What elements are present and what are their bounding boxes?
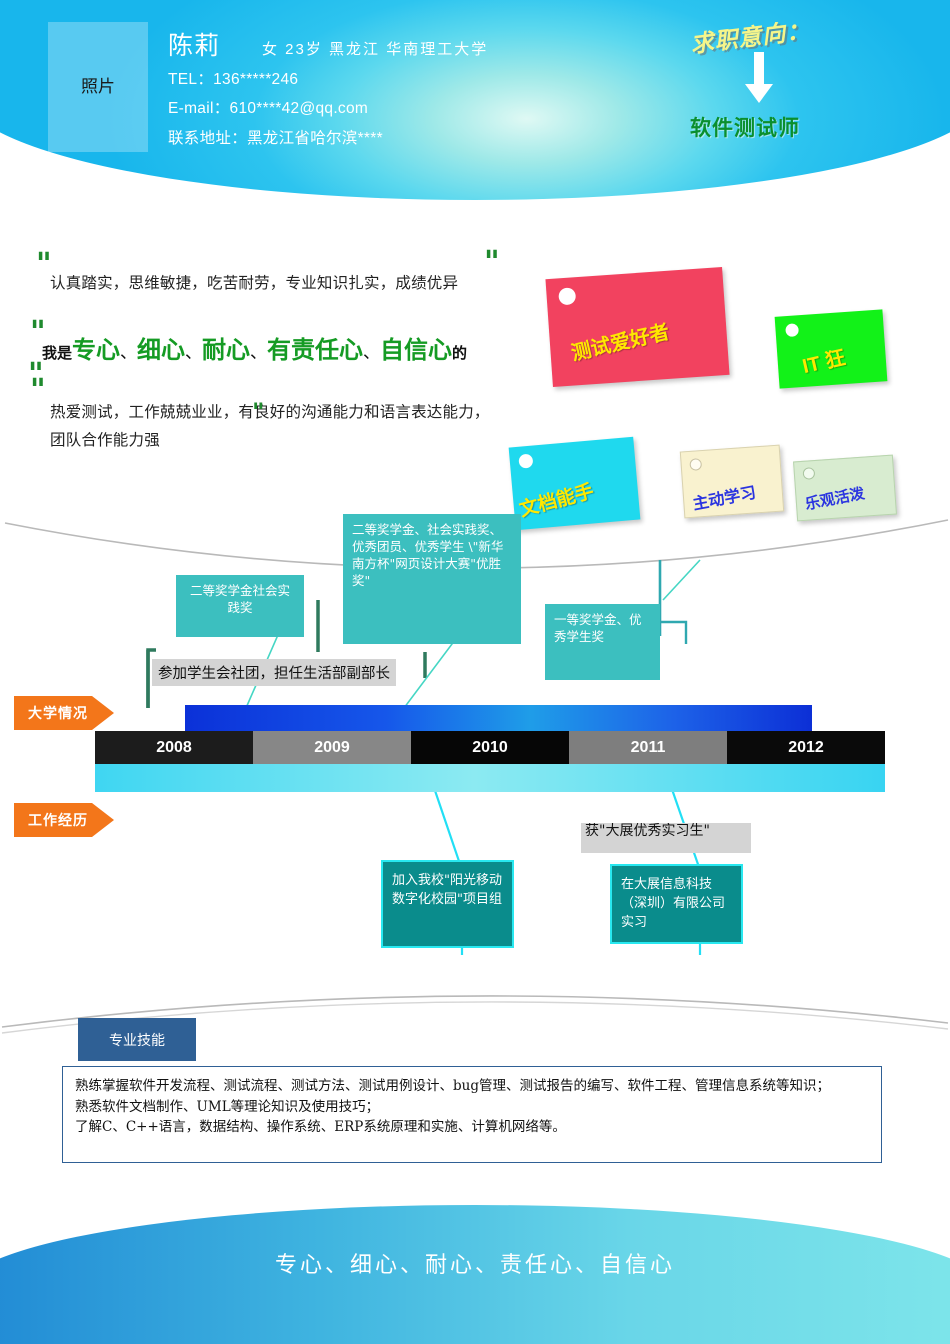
footer-banner: 专心、细心、耐心、责任心、自信心 [0,1185,950,1344]
candidate-name: 陈莉 [168,32,221,60]
skills-badge: 专业技能 [78,1018,196,1061]
section-tag-work: 工作经历 [14,803,114,837]
footer-background [0,1205,950,1344]
timeline-year-2011[interactable]: 2011 [569,731,727,764]
highlight-word-4: 自信心 [380,336,453,364]
university-callout-0: 二等奖学金社会实践奖 [176,575,304,637]
sticker-hole-icon-2 [518,453,534,469]
university-banner: 参加学生会社团，担任生活部副部长 [152,659,396,686]
header-background [0,0,950,200]
self-desc-highlight-row: 我是专心、细心、耐心、有责任心、自信心的 [42,330,467,365]
contact-email: E-mail：610****42@qq.com [168,100,369,117]
sticker-card-0[interactable]: 测试爱好者 [545,266,730,388]
skills-line-0: 熟练掌握软件开发流程、测试流程、测试方法、测试用例设计、bug管理、测试报告的编… [75,1078,830,1094]
sticker-label-3: 主动学习 [691,484,758,514]
timeline-year-2008[interactable]: 2008 [95,731,253,764]
quote-open-2: " [30,315,46,350]
skills-line-2: 了解C、C++语言，数据结构、操作系统、ERP系统原理和实施、计算机网络等。 [75,1119,566,1136]
quote-open-3: " [30,373,46,408]
sticker-card-3[interactable]: 主动学习 [679,444,785,519]
photo-placeholder-box: 照片 [48,22,148,152]
sticker-label-0: 测试爱好者 [569,321,672,366]
quote-close-1: " [484,245,500,280]
section-tag-university: 大学情况 [14,696,114,730]
highlight-sep-2: 、 [250,343,268,363]
contact-tel: TEL：136*****246 [168,71,299,88]
sticker-card-1[interactable]: IT 狂 [774,309,888,389]
skills-line-1: 熟悉软件文档制作、UML等理论知识及使用技巧； [75,1098,380,1115]
arrow-tip-icon-university [92,696,114,730]
skills-box: 熟练掌握软件开发流程、测试流程、测试方法、测试用例设计、bug管理、测试报告的编… [62,1066,882,1163]
candidate-meta: 女 23岁 黑龙江 华南理工大学 [262,41,489,58]
university-callout-1: 二等奖学金、社会实践奖、优秀团员、优秀学生 \"新华南方杯"网页设计大赛"优胜奖… [343,514,521,644]
quote-close-2: " [28,357,44,392]
job-objective-value: 软件测试师 [690,117,800,140]
self-desc-line-1: 认真踏实，思维敏捷，吃苦耐劳，专业知识扎实，成绩优异 [50,274,459,292]
sticker-card-4[interactable]: 乐观活泼 [793,454,897,522]
highlight-word-1: 细心 [137,336,186,364]
highlight-sep-1: 、 [185,343,203,363]
sticker-hole-icon-3 [689,458,703,471]
timeline-year-2012[interactable]: 2012 [727,731,885,764]
sticker-hole-icon-1 [785,323,800,338]
arrow-tip-icon-work [92,803,114,837]
quote-close-3: " [252,398,265,426]
contact-address: 联系地址：黑龙江省哈尔滨**** [168,130,383,147]
university-callout-2: 一等奖学金、优秀学生奖 [545,604,660,680]
section-tag-university-label: 大学情况 [14,696,92,730]
highlight-prefix: 我是 [42,344,73,362]
highlight-suffix: 的 [452,344,468,362]
section-tag-work-label: 工作经历 [14,803,92,837]
self-desc-line-4: 团队合作能力强 [50,431,160,449]
timeline-year-2010[interactable]: 2010 [411,731,569,764]
highlight-word-2: 耐心 [202,336,251,364]
highlight-word-0: 专心 [72,336,121,364]
photo-placeholder-label: 照片 [81,76,115,97]
sticker-hole-icon-4 [802,467,816,480]
highlight-word-3: 有责任心 [267,336,364,364]
work-note-badge: 获"大展优秀实习生" [581,823,751,853]
header-banner: 照片 陈莉 女 23岁 黑龙江 华南理工大学 TEL：136*****246 E… [0,0,950,200]
highlight-sep-3: 、 [363,343,381,363]
sticker-card-2[interactable]: 文档能手 [508,436,641,531]
work-item-0: 加入我校"阳光移动数字化校园"项目组 [381,860,514,948]
footer-slogan: 专心、细心、耐心、责任心、自信心 [274,1253,675,1278]
sticker-label-1: IT 狂 [800,346,848,379]
timeline-bar-cyan [95,764,885,792]
sticker-label-4: 乐观活泼 [803,485,866,514]
highlight-sep-0: 、 [120,343,138,363]
timeline-year-strip: 2008 2009 2010 2011 2012 [95,731,885,764]
self-desc-line-3: 热爱测试，工作兢兢业业，有良好的沟通能力和语言表达能力， [50,403,490,421]
name-row: 陈莉 女 23岁 黑龙江 华南理工大学 [168,26,488,62]
down-arrow-icon [744,52,774,104]
timeline-year-2009[interactable]: 2009 [253,731,411,764]
quote-open-1: " [36,247,52,282]
sticker-label-2: 文档能手 [517,481,597,522]
sticker-hole-icon-0 [558,287,577,306]
work-item-1: 在大展信息科技（深圳）有限公司实习 [610,864,743,944]
timeline-bar-blue [185,705,812,733]
